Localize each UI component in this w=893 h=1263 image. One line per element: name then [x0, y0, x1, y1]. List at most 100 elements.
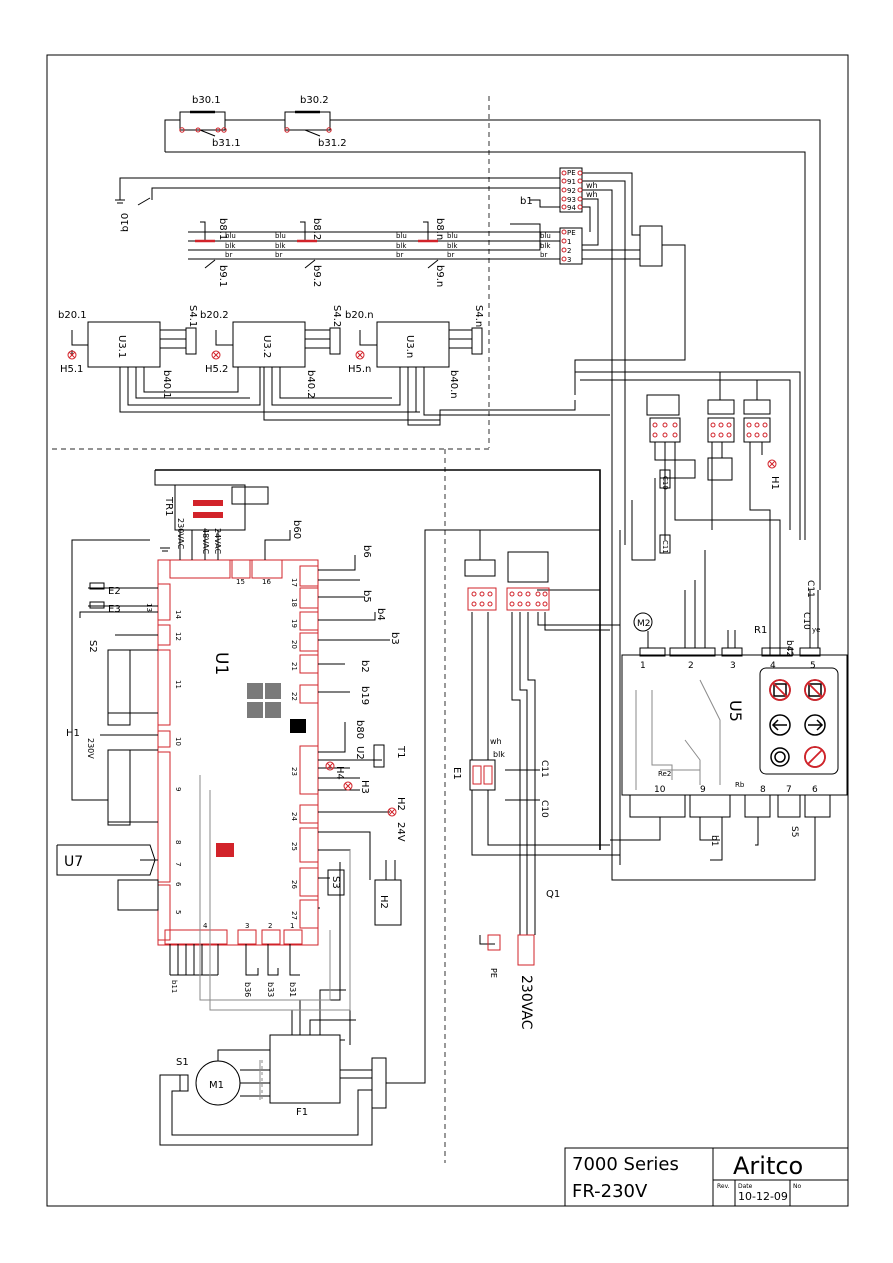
e1-label: E1	[451, 767, 462, 780]
no-label: No	[793, 1183, 801, 1190]
term-top-93: 93	[567, 196, 576, 204]
mains-230vac-label: 230VAC	[518, 975, 534, 1030]
u1-term-25: 25	[290, 842, 298, 851]
u1-term-19: 19	[290, 619, 298, 628]
c10-label: C10	[539, 800, 549, 818]
h1-230v-label: 230V	[86, 738, 95, 759]
area-separators	[52, 96, 490, 1163]
terminal-block-top: PE 91 92 93 94	[559, 167, 583, 213]
b3-label: b3	[389, 632, 400, 645]
term-top-92: 92	[567, 187, 576, 195]
wire-ye-label: ye	[812, 626, 820, 634]
landing-switches	[188, 221, 560, 269]
company-logo-text: Aritco	[733, 1152, 803, 1180]
h5-2-label: H5.2	[205, 364, 228, 375]
u3-n-label: U3.n	[404, 335, 415, 358]
wire-blu-5: blu	[540, 232, 551, 240]
s3-label: S3	[330, 876, 341, 889]
date-label: Date	[738, 1183, 753, 1190]
title-block	[564, 1147, 849, 1207]
tr1-transformer	[154, 469, 601, 850]
u3-lamps	[67, 350, 365, 360]
motor-grey-wires	[199, 775, 351, 1100]
u1-term-6: 6	[174, 882, 182, 887]
tr1-24vac-label: 24VAC	[213, 528, 222, 554]
e1-wh-label: wh	[490, 737, 502, 746]
t1-label: T1	[395, 745, 406, 758]
u1-left-connectors	[157, 559, 319, 945]
term-top-91: 91	[567, 178, 576, 186]
u5-term-6: 6	[812, 785, 818, 795]
b31-1-label: b31.1	[212, 138, 241, 149]
motor-section	[159, 529, 600, 1146]
pe-label: PE	[489, 968, 498, 978]
wire-wh-1: wh	[586, 181, 598, 190]
wire-br-1: br	[225, 251, 232, 259]
tr1-label: TR1	[163, 496, 174, 516]
term-mid-3: 3	[567, 256, 571, 264]
u7-label: U7	[64, 854, 83, 870]
u1-term-5: 5	[174, 910, 182, 914]
b10-label: b10	[120, 213, 131, 232]
u1-term-10: 10	[174, 737, 182, 746]
s4-n-label: S4.n	[473, 305, 484, 327]
u1-term-8: 8	[174, 840, 182, 844]
u1-term-23: 23	[290, 767, 298, 776]
b31-label: b31	[288, 982, 297, 997]
wire-blu-2: blu	[275, 232, 286, 240]
b60-label: b60	[291, 520, 302, 539]
b40-n-label: b40.n	[448, 370, 459, 399]
b19-label: b19	[359, 686, 370, 705]
wire-blk-1: blk	[225, 242, 236, 250]
b1-right-label: b1	[709, 835, 719, 846]
b42-label: b42	[784, 640, 794, 657]
u3-1-label: U3.1	[116, 335, 127, 358]
wire-br-3: br	[396, 251, 403, 259]
v24-label: 24V	[395, 822, 406, 842]
u5-term-3: 3	[730, 661, 736, 671]
b5-label: b5	[361, 590, 372, 603]
right-connector-pins	[652, 422, 777, 469]
date-value: 10-12-09	[738, 1190, 788, 1203]
b2-label: b2	[359, 660, 370, 673]
u1-term-11: 11	[174, 680, 182, 689]
s1-label: S1	[176, 1057, 189, 1068]
h5-1-label: H5.1	[60, 364, 83, 375]
u1-left-peripherals	[56, 539, 159, 911]
u1-bottom-switches	[169, 944, 300, 976]
c10-connector-label: C10	[661, 476, 669, 490]
u2-label: U2	[354, 746, 365, 760]
b30-2-label: b30.2	[300, 95, 329, 106]
u5-term-7: 7	[786, 785, 792, 795]
wire-blk-5: blk	[540, 242, 551, 250]
junction-box-right	[639, 225, 663, 267]
h4-label: H4	[334, 766, 345, 780]
wire-blu-3: blu	[396, 232, 407, 240]
b20-n-label: b20.n	[345, 310, 374, 321]
s4-1-label: S4.1	[187, 305, 198, 327]
c11-connector-label: C11	[661, 540, 669, 554]
term-mid-pe: PE	[567, 229, 576, 237]
b9-1-label: b9.1	[217, 265, 228, 287]
b40-2-label: b40.2	[305, 370, 316, 399]
wire-br-5: br	[540, 251, 547, 259]
u5-term-2: 2	[688, 661, 694, 671]
term-mid-1: 1	[567, 238, 571, 246]
b10-switch	[115, 177, 560, 206]
wire-br-2: br	[275, 251, 282, 259]
e3-label: E3	[108, 604, 121, 615]
term-top-94: 94	[567, 204, 576, 212]
f1-label: F1	[296, 1107, 308, 1118]
m2-label: M2	[637, 619, 651, 629]
u5-term-10: 10	[654, 785, 666, 795]
u1-term-12: 12	[174, 632, 182, 641]
tr1-48vac-label: 48VAC	[201, 528, 210, 554]
b20-2-label: b20.2	[200, 310, 229, 321]
b20-1-label: b20.1	[58, 310, 87, 321]
terminal-block-mid: PE 1 2 3	[559, 227, 583, 265]
m1-label: M1	[209, 1080, 224, 1091]
q1-label: Q1	[546, 889, 560, 900]
b31-2-label: b31.2	[318, 138, 347, 149]
tr1-230vac-label: 230VAC	[176, 518, 185, 550]
